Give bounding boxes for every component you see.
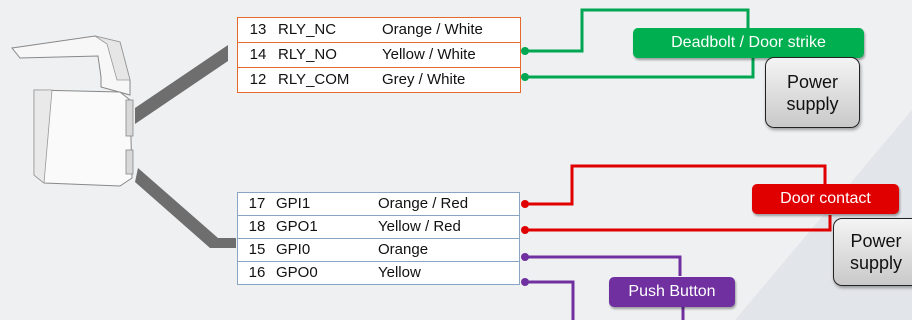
cable-bundles — [135, 45, 236, 248]
pin-number: 13 — [249, 21, 267, 38]
table-row: 12 RLY_COM Grey / White — [237, 67, 521, 93]
power-supply-box-2: Power supply — [833, 218, 912, 286]
power-supply-label-line2: supply — [849, 253, 903, 273]
door-contact-wires — [525, 164, 832, 232]
wire-color: Yellow / Red — [378, 215, 520, 239]
pin-signal: GPO0 — [276, 261, 378, 285]
pin-signal: RLY_NC — [278, 21, 337, 38]
pin-signal: GPI1 — [276, 195, 311, 212]
relay-com-terminal-dot — [521, 73, 529, 81]
reader-device-icon — [11, 35, 134, 187]
wire-color: Orange — [378, 238, 520, 262]
wire-color: Orange / White — [382, 21, 483, 38]
pin-signal: GPI0 — [276, 238, 378, 262]
gpi0-terminal-dot — [521, 253, 529, 261]
table-row: 14 RLY_NO Yellow / White — [237, 42, 521, 68]
wire-color: Yellow — [378, 261, 520, 285]
relay-wires — [525, 8, 755, 79]
wire-color: Grey / White — [382, 67, 521, 93]
table-row: 18 GPO1 Yellow / Red — [237, 215, 520, 239]
table-row: 16 GPO0 Yellow — [237, 261, 520, 285]
relay-pin-table: 13 RLY_NC Orange / White 14 RLY_NO Yello… — [237, 17, 521, 93]
gpi1-terminal-dot — [521, 200, 529, 208]
wire-color: Yellow / White — [382, 42, 521, 68]
pin-signal: RLY_NO — [278, 42, 382, 68]
pin-number: 12 — [237, 67, 278, 93]
pin-number: 17 — [248, 195, 266, 212]
pin-signal: GPO1 — [276, 215, 378, 239]
pin-number: 15 — [237, 238, 276, 262]
push-button-wires — [525, 255, 685, 320]
deadbolt-door-strike-label: Deadbolt / Door strike — [633, 28, 864, 58]
wire-color: Orange / Red — [378, 195, 469, 212]
table-row: 15 GPI0 Orange — [237, 238, 520, 262]
pin-number: 14 — [237, 42, 278, 68]
relay-no-terminal-dot — [521, 47, 529, 55]
table-row: 13 RLY_NC Orange / White — [238, 18, 521, 43]
io-pin-table: 17 GPI1 Orange / Red 18 GPO1 Yellow / Re… — [237, 192, 520, 285]
push-button-label: Push Button — [609, 277, 735, 307]
pin-number: 18 — [237, 215, 276, 239]
pin-signal: RLY_COM — [278, 67, 382, 93]
gpo1-terminal-dot — [521, 226, 529, 234]
door-contact-label: Door contact — [752, 184, 899, 214]
table-row: 17 GPI1 Orange / Red — [238, 193, 520, 216]
power-supply-label-line1: Power — [786, 71, 839, 92]
power-supply-label-line2: supply — [786, 93, 839, 114]
power-supply-label-line1: Power — [850, 231, 902, 251]
power-supply-box: Power supply — [765, 57, 860, 128]
gpo0-terminal-dot — [521, 278, 529, 286]
pin-number: 16 — [237, 261, 276, 285]
